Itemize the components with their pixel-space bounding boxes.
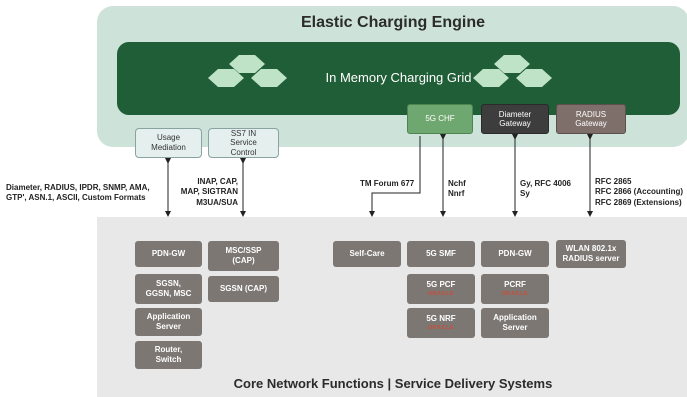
ss7-label-1: SS7 IN <box>230 128 257 138</box>
self-care-node: Self-Care <box>333 241 401 267</box>
5g-smf-node: 5G SMF <box>407 241 475 267</box>
pdn-gw-right-node: PDN-GW <box>481 241 549 267</box>
app-server-right-label-2: Server <box>502 323 528 332</box>
wlan-label-2: RADIUS server <box>562 254 620 263</box>
hexagon-icon <box>494 55 530 73</box>
ss7-protocols-line-3: M3UA/SUA <box>196 197 238 207</box>
nchf-label: Nchf <box>448 179 466 188</box>
sgsn-label-2: GGSN, MSC <box>145 289 192 298</box>
router-label-2: Switch <box>155 355 182 364</box>
pcrf-label: PCRF <box>504 280 526 290</box>
left-protocols-label: Diameter, RADIUS, IPDR, SNMP, AMA, GTP',… <box>6 183 150 204</box>
radius-gateway-box: RADIUS Gateway <box>556 104 626 134</box>
core-network-title: Core Network Functions | Service Deliver… <box>233 376 553 391</box>
5g-chf-label: 5G CHF <box>425 114 455 124</box>
rfc-label: RFC 2865 RFC 2866 (Accounting) RFC 2869 … <box>595 177 683 208</box>
wlan-radius-server-node: WLAN 802.1x RADIUS server <box>556 240 626 268</box>
application-server-right-node: Application Server <box>481 308 549 338</box>
self-care-label: Self-Care <box>349 249 385 259</box>
pcrf-node: PCRF ORACLE <box>481 274 549 304</box>
5g-chf-box: 5G CHF <box>407 104 473 134</box>
oracle-logo: ORACLE <box>501 291 529 297</box>
rfc-line-1: RFC 2865 <box>595 177 632 186</box>
usage-mediation-label-1: Usage <box>156 133 181 143</box>
hexagon-icon <box>251 69 287 87</box>
5g-nrf-node: 5G NRF ORACLE <box>407 308 475 338</box>
pdn-gw-right-label: PDN-GW <box>498 249 532 259</box>
pdn-gw-left-label: PDN-GW <box>151 249 186 259</box>
5g-pcf-node: 5G PCF ORACLE <box>407 274 475 304</box>
tm-forum-label: TM Forum 677 <box>360 179 415 188</box>
gy-label: Gy, RFC 4006 <box>520 179 571 188</box>
sgsn-cap-node: SGSN (CAP) <box>208 276 279 302</box>
sgsn-cap-label: SGSN (CAP) <box>219 284 268 294</box>
hexagon-icon <box>208 69 244 87</box>
ss7-protocols-line-2: MAP, SIGTRAN <box>180 187 238 197</box>
left-protocols-line-1: Diameter, RADIUS, IPDR, SNMP, AMA, <box>6 183 150 192</box>
router-switch-node: Router, Switch <box>135 341 202 369</box>
oracle-logo: ORACLE <box>427 325 455 331</box>
radius-gateway-label-2: Gateway <box>575 119 607 128</box>
app-server-left-label-2: Server <box>156 322 181 331</box>
nnrf-label: Nnrf <box>448 189 465 199</box>
pdn-gw-left-node: PDN-GW <box>135 241 202 267</box>
radius-gateway-label-1: RADIUS <box>575 109 607 119</box>
grid-label: In Memory Charging Grid <box>325 70 472 85</box>
diameter-gateway-box: Diameter Gateway <box>481 104 549 134</box>
wlan-label-1: WLAN 802.1x <box>565 244 617 254</box>
sgsn-label-1: SGSN, <box>156 279 181 289</box>
sy-label: Sy <box>520 189 530 199</box>
engine-title: Elastic Charging Engine <box>300 14 486 31</box>
nchf-nnrf-label: Nchf Nnrf <box>448 179 466 200</box>
left-protocols-line-2: GTP', ASN.1, ASCII, Custom Formats <box>6 193 146 203</box>
ss7-label-3: Control <box>230 147 257 157</box>
app-server-left-label-1: Application <box>146 312 191 322</box>
msc-ssp-node: MSC/SSP (CAP) <box>208 241 279 271</box>
gy-sy-label: Gy, RFC 4006 Sy <box>520 179 571 200</box>
hexagon-icon <box>229 55 265 73</box>
router-label-1: Router, <box>154 345 183 355</box>
ss7-protocols-label: INAP, CAP, MAP, SIGTRAN M3UA/SUA <box>176 177 238 208</box>
usage-mediation-box: Usage Mediation <box>135 128 202 158</box>
oracle-logo: ORACLE <box>427 291 455 297</box>
sgsn-ggsn-msc-node: SGSN, GGSN, MSC <box>135 274 202 304</box>
ss7-in-service-control-box: SS7 IN Service Control <box>208 128 279 158</box>
5g-nrf-label: 5G NRF <box>426 314 456 324</box>
5g-pcf-label: 5G PCF <box>426 280 456 290</box>
tm-forum-arrow <box>369 136 421 217</box>
diameter-gateway-label-2: Gateway <box>499 119 531 128</box>
msc-ssp-label-1: MSC/SSP <box>225 246 262 256</box>
rfc-line-2: RFC 2866 (Accounting) <box>595 187 684 197</box>
app-server-right-label-1: Application <box>493 313 537 323</box>
diameter-gateway-label-1: Diameter <box>498 109 532 119</box>
rfc-line-3: RFC 2869 (Extensions) <box>595 197 682 207</box>
application-server-left-node: Application Server <box>135 308 202 336</box>
hexagon-icon <box>473 69 509 87</box>
usage-mediation-label-2: Mediation <box>151 143 186 152</box>
ss7-label-2: Service <box>230 138 257 148</box>
ss7-protocols-line-1: INAP, CAP, <box>197 177 238 186</box>
msc-ssp-label-2: (CAP) <box>232 256 255 265</box>
5g-smf-label: 5G SMF <box>426 249 456 259</box>
hexagon-icon <box>516 69 552 87</box>
